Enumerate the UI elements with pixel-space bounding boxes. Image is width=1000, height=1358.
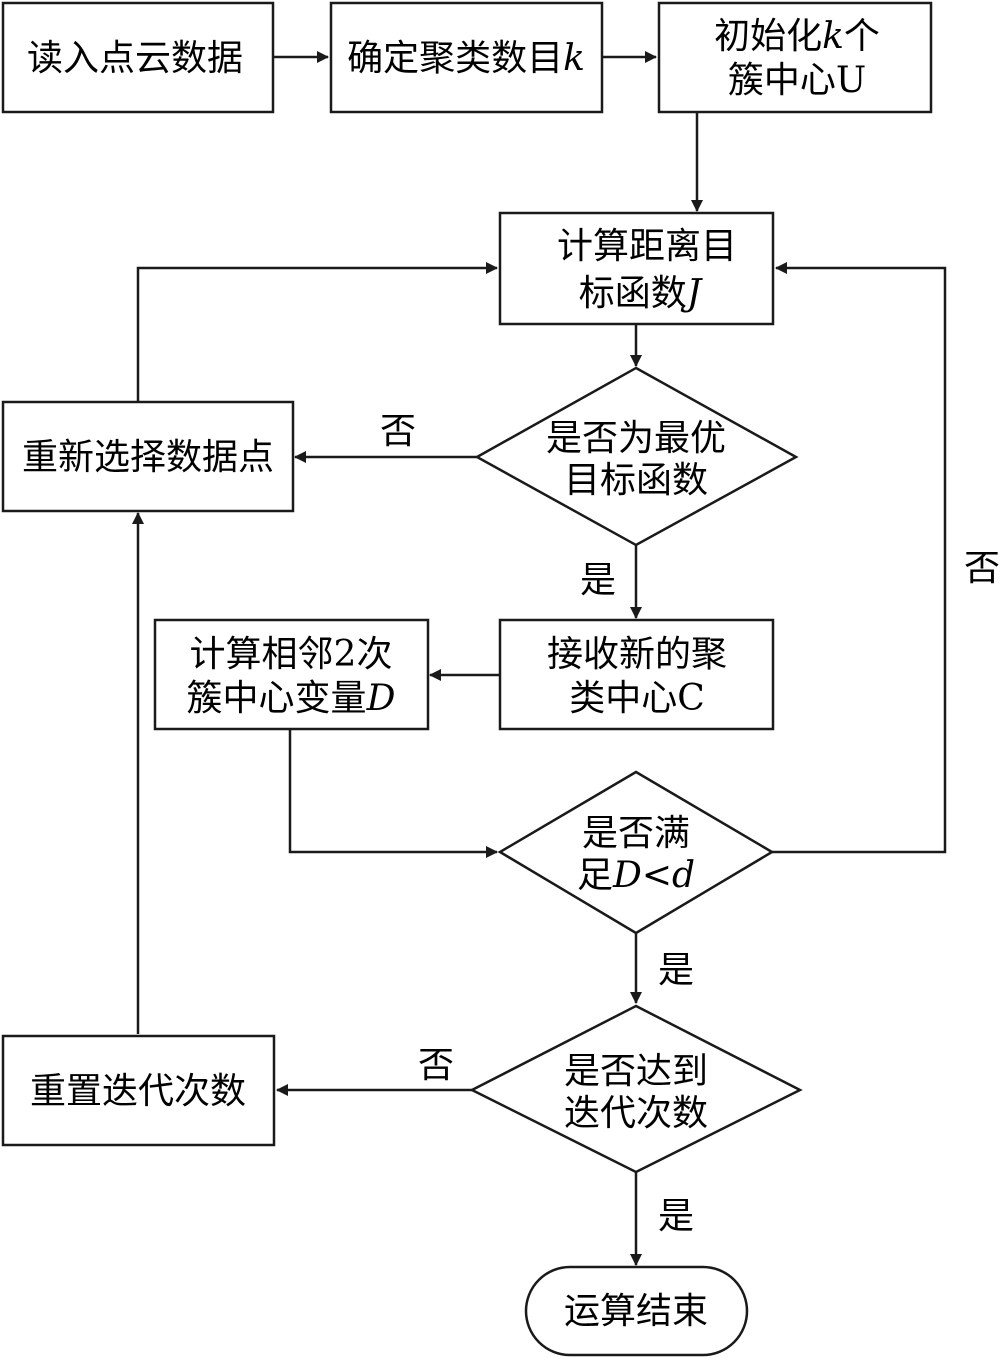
node-determine-k-label: 确定聚类数目k [347,38,585,79]
label-iterations-no: 否 [418,1045,454,1086]
node-reached-iterations-line2: 迭代次数 [564,1093,708,1134]
edge-reselect-to-compute [136,262,498,402]
node-check-threshold: 是否满 足D<d [497,770,775,935]
node-check-threshold-line2: 足D<d [577,855,695,896]
node-reached-iterations-line1: 是否达到 [564,1051,708,1092]
label-optimal-yes: 是 [580,560,616,601]
label-iterations-yes: 是 [658,1196,694,1237]
edge-change-to-threshold [288,730,498,858]
node-compute-center-change: 计算相邻2次 簇中心变量D [153,618,430,731]
node-init-centers-line2: 簇中心U [728,60,866,101]
node-accept-new-centers-line1: 接收新的聚 [547,634,727,675]
node-compute-center-change-line2: 簇中心变量D [187,678,396,719]
node-accept-new-centers-line2: 类中心C [569,678,705,719]
node-reset-iterations-label: 重置迭代次数 [30,1071,246,1112]
node-read-point-cloud: 读入点云数据 [1,1,275,114]
node-compute-objective: 计算距离目 标函数J [498,211,775,326]
label-threshold-yes: 是 [658,950,694,991]
label-threshold-no: 否 [964,548,1000,589]
node-is-optimal-line2: 目标函数 [564,460,708,501]
node-read-point-cloud-label: 读入点云数据 [27,38,243,79]
node-compute-objective-line1: 计算距离目 [557,226,737,267]
node-compute-objective-line2: 标函数J [579,273,704,314]
edge-threshold-no-to-compute [772,262,947,854]
node-reached-iterations: 是否达到 迭代次数 [469,1004,803,1174]
node-accept-new-centers: 接收新的聚 类中心C [498,618,775,731]
node-init-centers: 初始化k个 簇中心U [657,1,933,114]
node-check-threshold-line1: 是否满 [582,813,690,854]
node-is-optimal: 是否为最优 目标函数 [474,366,799,547]
node-compute-center-change-line1: 计算相邻2次 [190,634,393,675]
node-determine-k: 确定聚类数目k [329,1,604,114]
label-optimal-no: 否 [380,411,416,452]
node-reset-iterations: 重置迭代次数 [1,1034,276,1147]
node-end: 运算结束 [524,1265,749,1357]
node-is-optimal-line1: 是否为最优 [546,418,726,459]
node-reselect-points: 重新选择数据点 [1,400,295,513]
node-init-centers-line1: 初始化k个 [714,16,880,57]
node-end-label: 运算结束 [564,1291,708,1332]
node-reselect-points-label: 重新选择数据点 [22,437,274,478]
